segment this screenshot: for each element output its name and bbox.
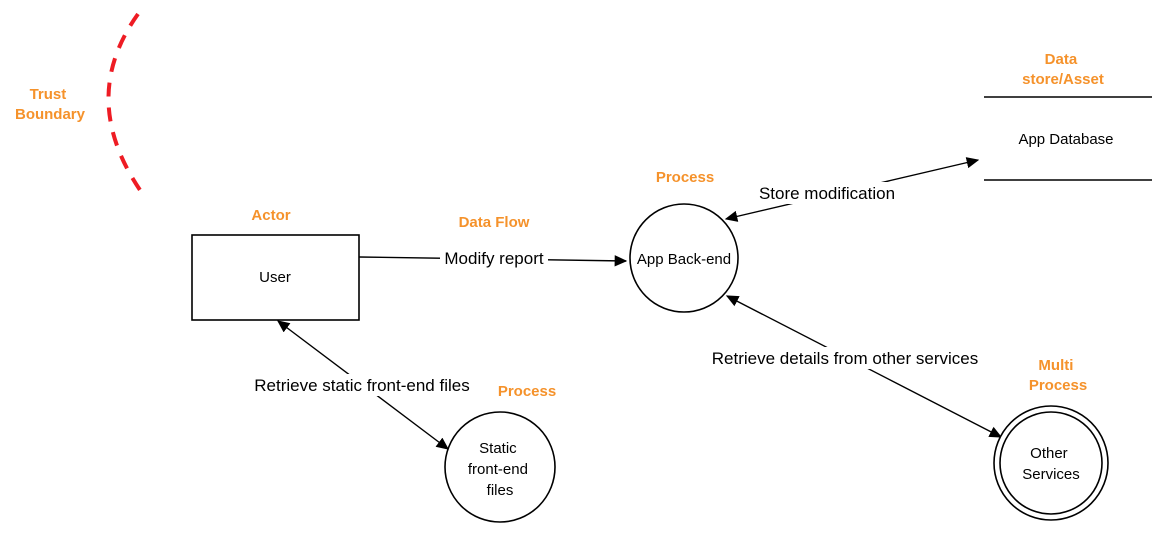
data-store-legend: Data store/Asset [1022, 51, 1104, 88]
data-flow-legend: Data Flow [459, 214, 530, 231]
process-legend-static: Process [498, 383, 556, 400]
store-modification-label: Store modification [759, 184, 895, 203]
retrieve-static-label: Retrieve static front-end files [254, 376, 469, 395]
other-services-label: Other Services [1022, 445, 1080, 483]
trust-boundary-arc [106, 12, 142, 192]
trust-boundary-legend: Trust Boundary [15, 86, 86, 123]
retrieve-details-label: Retrieve details from other services [712, 349, 978, 368]
store-modification-label-bg [752, 182, 902, 204]
process-legend-main: Process [656, 169, 714, 186]
user-actor-box [191, 234, 360, 321]
user-label: User [259, 269, 291, 286]
app-database-label: App Database [1018, 131, 1113, 148]
app-backend-process [629, 203, 739, 313]
modify-report-label-bg [440, 247, 548, 269]
other-services-inner-ring [999, 411, 1103, 515]
static-files-label: Static front-end files [468, 440, 532, 499]
actor-legend: Actor [251, 207, 290, 224]
retrieve-details-label-bg [700, 347, 990, 369]
static-files-process [444, 411, 556, 523]
modify-report-label: Modify report [444, 249, 543, 268]
retrieve-static-label-bg [245, 374, 479, 396]
app-backend-label: App Back-end [637, 251, 731, 268]
multi-process-legend: Multi Process [1029, 357, 1087, 394]
